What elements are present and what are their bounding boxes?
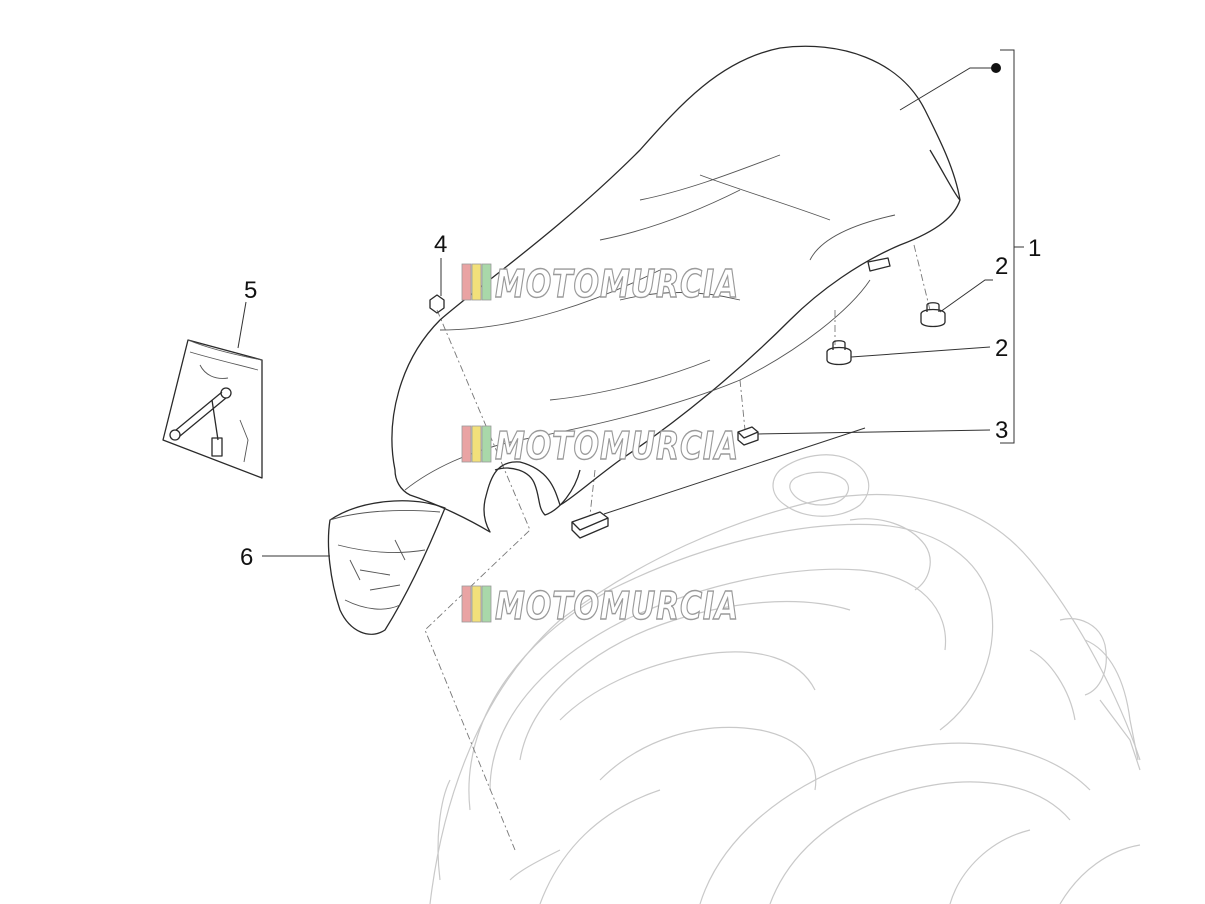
callout-4: 4 bbox=[434, 231, 447, 258]
hinge-bracket bbox=[571, 511, 609, 539]
rubber-buffer bbox=[920, 302, 946, 328]
watermark: MOTOMURCIA bbox=[461, 261, 739, 307]
watermark-stripe bbox=[461, 585, 472, 623]
rubber-buffer bbox=[826, 340, 852, 366]
watermark-stripe bbox=[481, 425, 492, 463]
watermark-stripe bbox=[481, 585, 492, 623]
callout-3: 3 bbox=[995, 417, 1008, 444]
watermark: MOTOMURCIA bbox=[461, 583, 739, 629]
hinge-bracket bbox=[737, 426, 759, 446]
watermark-stripe bbox=[471, 263, 482, 301]
watermark-stripe bbox=[481, 263, 492, 301]
watermark-text: MOTOMURCIA bbox=[495, 584, 739, 628]
watermark: MOTOMURCIA bbox=[461, 423, 739, 469]
watermark-stripe bbox=[471, 425, 482, 463]
saddle bbox=[391, 45, 961, 533]
callout-2-upper: 2 bbox=[995, 253, 1008, 280]
cap-nut bbox=[429, 294, 445, 314]
watermark-stripe bbox=[471, 585, 482, 623]
assembly-lines bbox=[424, 244, 931, 851]
callout-2-lower: 2 bbox=[995, 335, 1008, 362]
reference-dot bbox=[991, 63, 1001, 73]
tool-kit-bag bbox=[162, 339, 263, 479]
watermark-text: MOTOMURCIA bbox=[495, 262, 739, 306]
watermark-stripe bbox=[461, 263, 472, 301]
watermark-stripe bbox=[461, 425, 472, 463]
callout-1: 1 bbox=[1028, 235, 1041, 262]
leader-lines bbox=[237, 49, 1024, 557]
storage-net bbox=[327, 500, 446, 635]
watermark-text: MOTOMURCIA bbox=[495, 424, 739, 468]
callout-5: 5 bbox=[244, 277, 257, 304]
callout-6: 6 bbox=[240, 544, 253, 571]
scooter-frame bbox=[429, 454, 1141, 904]
